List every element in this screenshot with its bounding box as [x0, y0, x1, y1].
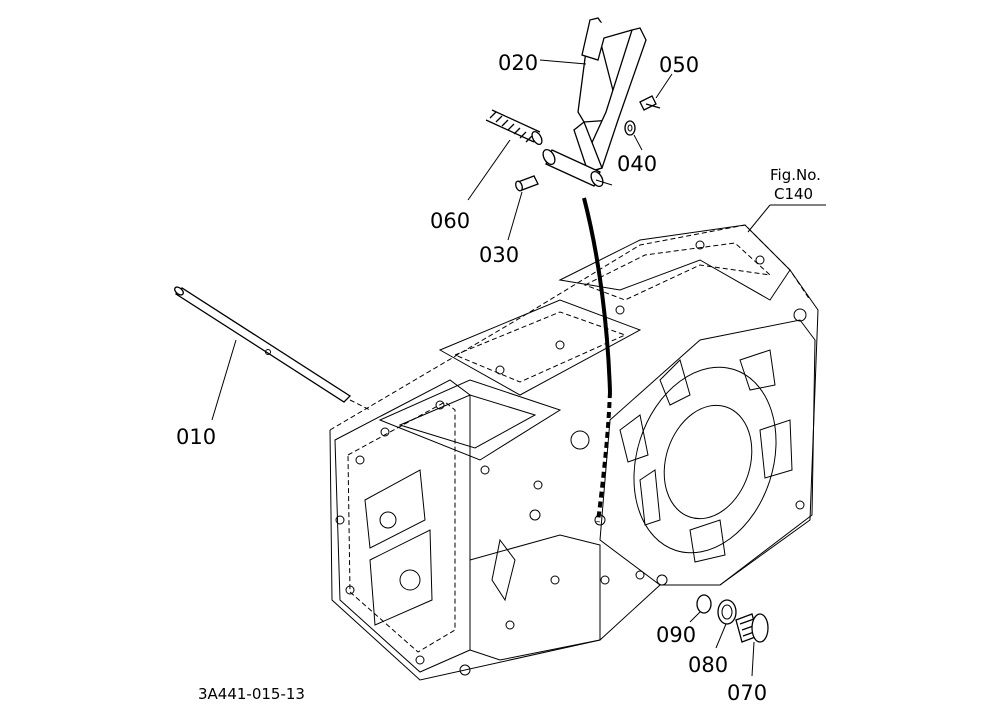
leader-050 [655, 73, 673, 99]
figure-reference: Fig.No. C140 [747, 166, 826, 233]
label-030: 030 [479, 243, 519, 267]
part-020-shift-fork [539, 17, 647, 188]
leader-020 [539, 59, 587, 65]
leader-030 [507, 191, 523, 241]
label-010: 010 [176, 425, 216, 449]
leader-080 [715, 623, 727, 649]
leader-010 [211, 339, 237, 421]
label-040: 040 [617, 152, 657, 176]
label-050: 050 [659, 53, 699, 77]
label-090: 090 [656, 623, 696, 647]
label-070: 070 [727, 681, 767, 705]
part-070-plug [735, 613, 769, 677]
leader-070 [751, 641, 755, 677]
label-020: 020 [498, 51, 538, 75]
fig-no-ref: C140 [774, 185, 813, 203]
part-090-washer [689, 594, 712, 623]
label-060: 060 [430, 209, 470, 233]
part-030-pin [507, 175, 539, 241]
part-060-spring [467, 109, 543, 201]
leader-090 [689, 611, 701, 623]
fig-no-label: Fig.No. [770, 166, 821, 184]
assembly-path-line [582, 197, 612, 523]
label-080: 080 [688, 653, 728, 677]
leader-060 [467, 139, 511, 201]
drawing-code: 3A441-015-13 [198, 685, 305, 703]
part-080-gasket [715, 599, 737, 649]
transmission-case [329, 224, 819, 681]
leader-040 [633, 134, 643, 151]
part-040-washer [624, 120, 643, 151]
part-050-pin [639, 73, 673, 111]
part-010-shaft [174, 286, 371, 421]
